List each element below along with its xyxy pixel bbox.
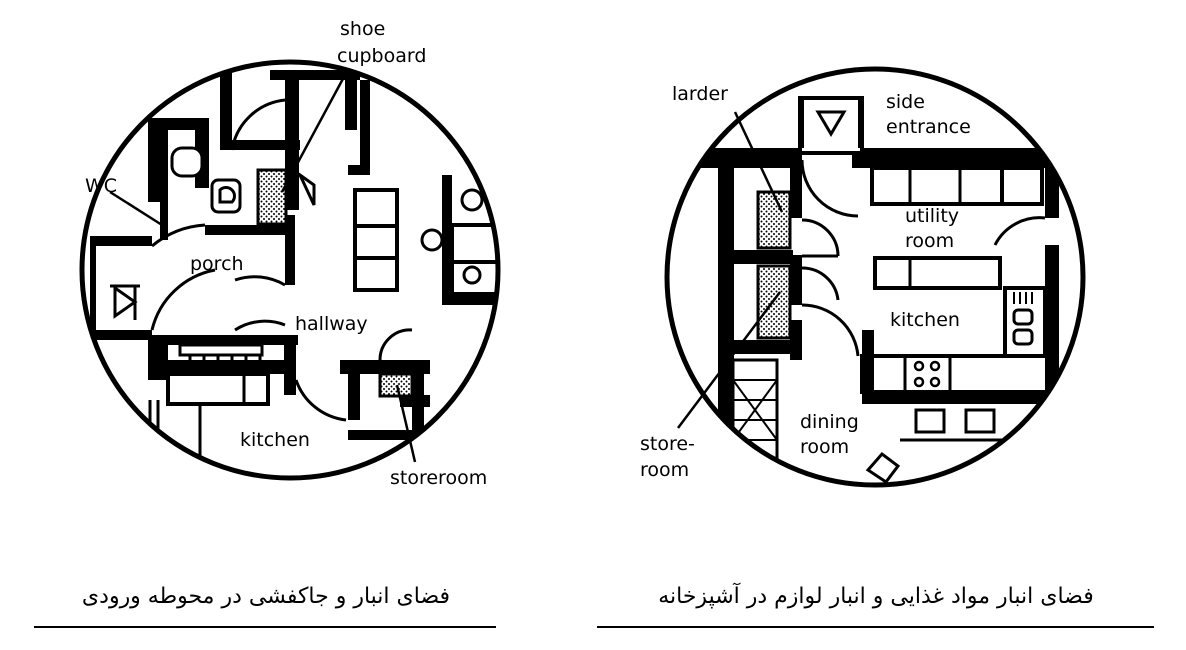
label-shoe: shoe [340,18,385,40]
label-porch: porch [190,253,244,275]
left-caption-rule [34,626,496,628]
label-side: side [886,91,925,113]
left-caption: فضای انبار و جاکفشی در محوطه ورودی [81,584,451,609]
storeroom-leader [395,384,417,463]
label-store-room: room [640,459,689,481]
right-plan-frame [664,66,1086,488]
label-kitchen-left: kitchen [240,429,310,451]
label-cupboard: cupboard [337,45,426,67]
label-utility-room: room [905,230,954,252]
wc-leader [109,190,163,227]
label-wc: WC [85,175,117,197]
left-plan-frame [79,59,501,481]
right-floor-plan: larder side entrance utility room kitche… [640,66,1086,488]
right-plan-walls [700,96,1059,485]
label-utility: utility [905,205,959,227]
label-larder: larder [672,83,728,105]
storeroom-right-leader [677,291,781,429]
label-hallway: hallway [295,313,368,335]
left-plan-walls [90,70,498,470]
left-floor-plan: shoe cupboard WC porch hallway kitchen s… [79,18,501,489]
right-caption: فضای انبار مواد غذایی و انبار لوازم در آ… [658,584,1094,609]
label-kitchen-right: kitchen [890,309,960,331]
shoe-cupboard-leader [280,74,347,193]
larder-leader [733,111,784,213]
label-entrance: entrance [886,116,971,138]
right-caption-rule [597,626,1154,628]
label-dining-room: room [800,436,849,458]
label-dining: dining [800,411,859,433]
label-storeroom: storeroom [390,467,487,489]
label-store: store- [640,433,695,455]
